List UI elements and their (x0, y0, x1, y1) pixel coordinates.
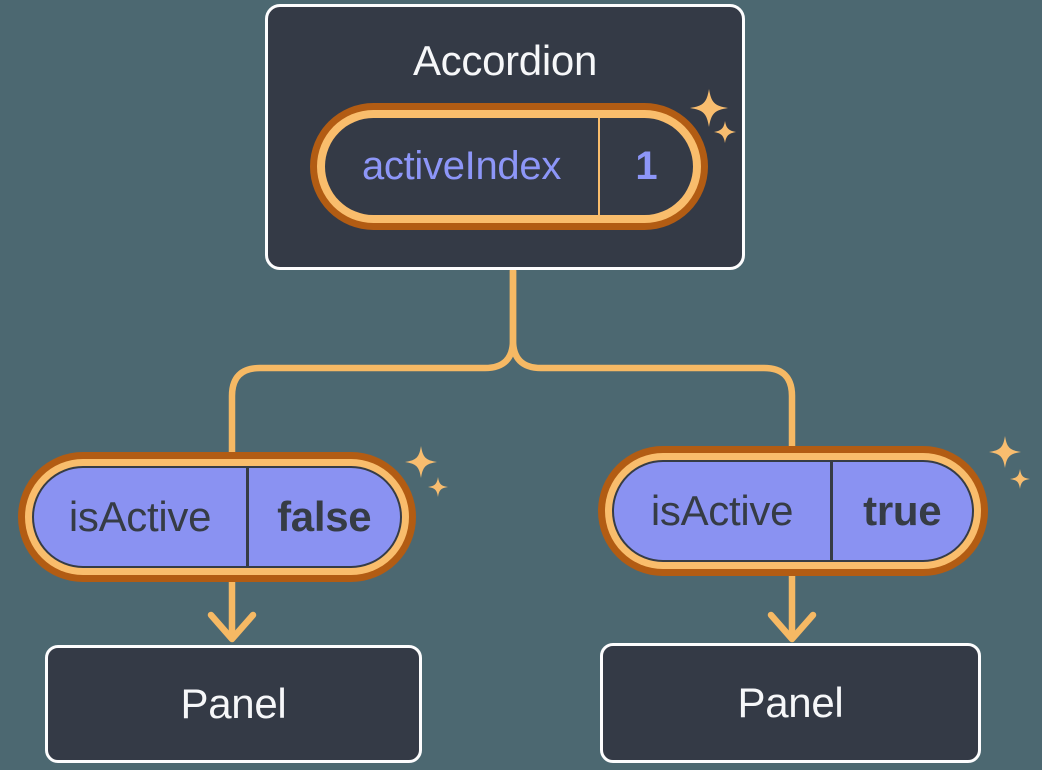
pill-divider (598, 118, 600, 215)
accordion-title: Accordion (412, 37, 598, 84)
sparkles-icon (989, 436, 1030, 489)
prop-pill-ring: isActive false (25, 459, 409, 575)
state-pill-ring: activeIndex 1 (317, 110, 701, 223)
state-pill: activeIndex 1 (310, 103, 708, 230)
prop-pill-ring: isActive true (605, 453, 981, 569)
prop-value: true (863, 487, 942, 534)
prop-pill-right: isActive true (598, 446, 988, 576)
panel-label: Panel (737, 679, 844, 726)
prop-value: false (277, 493, 372, 540)
prop-name: isActive (68, 493, 212, 540)
pill-divider (830, 462, 833, 560)
panel-label: Panel (180, 680, 287, 727)
arrow-down-icon (767, 611, 817, 643)
panel-node-left: Panel (45, 645, 422, 763)
sparkles-icon (405, 446, 448, 497)
state-value: 1 (635, 144, 658, 188)
state-name: activeIndex (361, 144, 562, 188)
arrow-down-icon (207, 611, 257, 643)
prop-name: isActive (650, 487, 794, 534)
prop-pill-left: isActive false (18, 452, 416, 582)
panel-node-right: Panel (600, 643, 981, 763)
